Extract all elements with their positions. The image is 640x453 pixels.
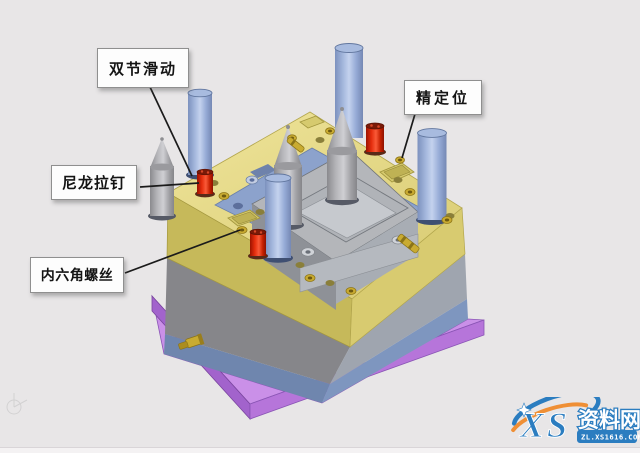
cap-screw xyxy=(395,156,405,164)
cap-screw xyxy=(218,192,230,200)
brass-fitting xyxy=(178,333,205,350)
leader-lines xyxy=(124,86,416,274)
plate-pockets xyxy=(227,115,415,227)
callout-nylon-puller: 尼龙拉钉 xyxy=(51,165,137,200)
plate-holes xyxy=(209,137,455,286)
nylon-puller-pin xyxy=(248,228,268,260)
callout-socket-screw: 内六角螺丝 xyxy=(30,257,124,293)
support-pin-left xyxy=(148,137,176,221)
watermark-site-url: ZL.XS1616.COM xyxy=(581,433,640,442)
brass-slide-pin xyxy=(397,233,420,254)
cap-screw xyxy=(325,127,335,135)
brass-slide-pin xyxy=(286,136,305,153)
cap-screw xyxy=(404,188,416,196)
cap-screw xyxy=(236,226,248,234)
leader-line-socket-screw xyxy=(124,229,241,274)
spacer-block-gray xyxy=(165,254,467,384)
watermark-site-name: 资料网 xyxy=(578,409,640,432)
bottom-margin-strip xyxy=(0,447,640,453)
cap-screw xyxy=(441,216,453,224)
nylon-puller-pin xyxy=(195,168,215,198)
watermark-logo: XS 资料网 ZL.XS1616.COM xyxy=(498,390,640,449)
leader-line-precision-locating xyxy=(401,113,416,159)
callout-double-slide-label: 双节滑动 xyxy=(108,61,177,78)
nylon-puller-pin xyxy=(364,122,386,156)
callout-socket-screw-label: 内六角螺丝 xyxy=(40,269,114,284)
guide-pillar-left xyxy=(186,88,214,180)
callout-precision-locating-label: 精定位 xyxy=(415,91,470,107)
cap-screw xyxy=(304,274,316,282)
coordinate-triad xyxy=(6,393,28,415)
guide-pillar-front xyxy=(263,173,293,263)
watermark-url-banner xyxy=(577,430,637,443)
logo-sparkle xyxy=(516,402,532,418)
ejector-plate-bluegray xyxy=(164,299,468,403)
leader-line-double-slide xyxy=(149,86,193,177)
callout-precision-locating: 精定位 xyxy=(404,80,482,115)
cap-screw xyxy=(345,287,357,295)
support-pin-right xyxy=(325,107,359,206)
guide-pillar-right xyxy=(416,128,448,225)
callout-double-slide: 双节滑动 xyxy=(97,48,189,88)
watermark-graphic: XS 资料网 ZL.XS1616.COM xyxy=(511,390,640,445)
callout-nylon-puller-label: 尼龙拉钉 xyxy=(61,176,126,192)
leader-line-nylon-puller xyxy=(139,182,200,188)
